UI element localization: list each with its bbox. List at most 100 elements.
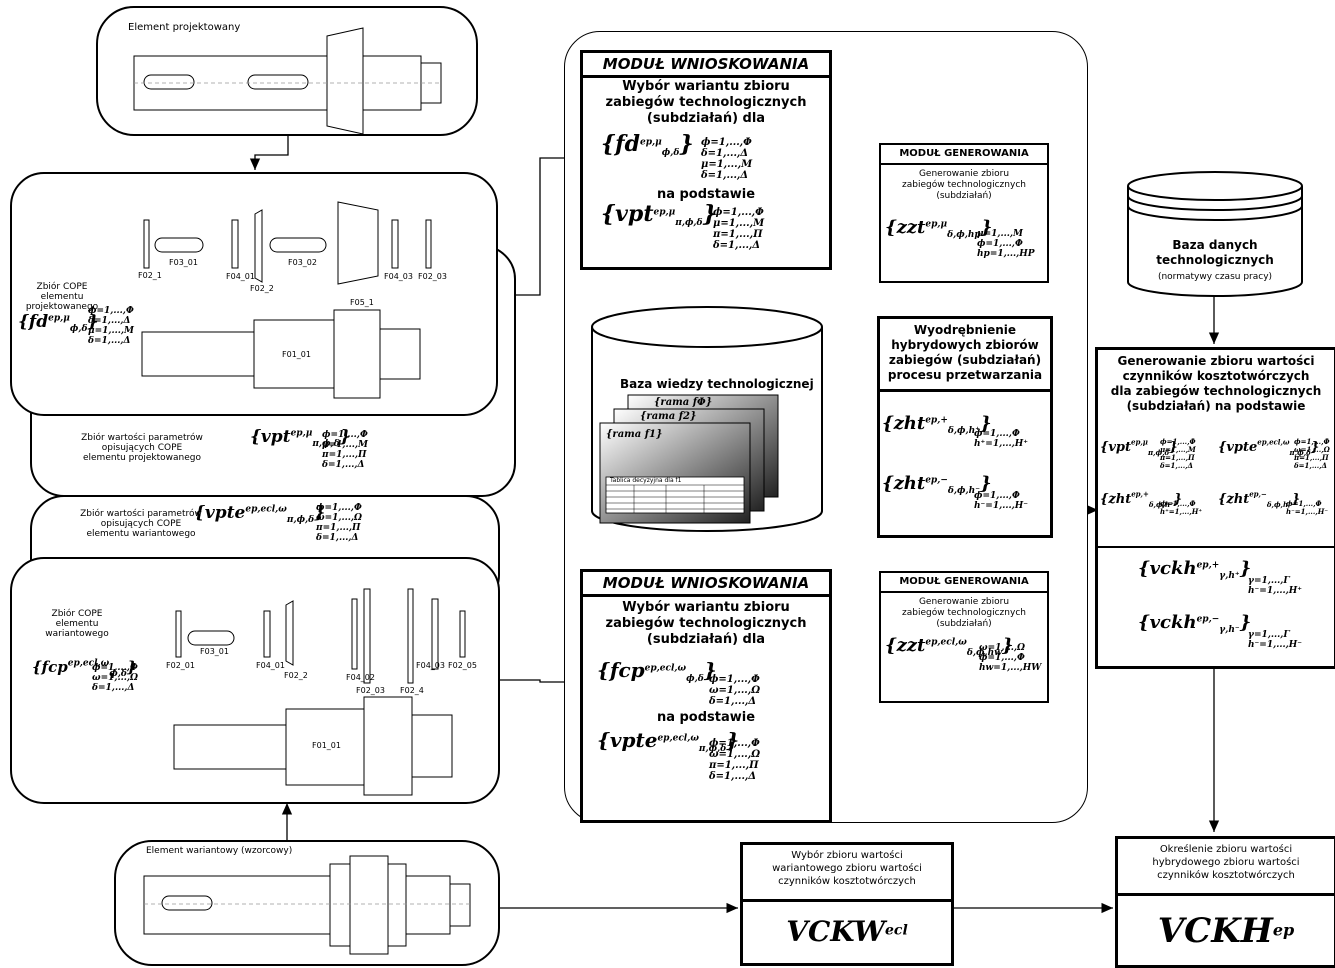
cost-gen-a: {vptep,μπ,ϕ,δ} [1100,437,1178,458]
frame-f2: {rama f2} [640,411,697,422]
cost-gen-d: {zhtep,−δ,ϕ,h⁻} [1218,489,1301,510]
vpart-f02-4: F02_4 [400,686,424,695]
knowledge-cylinder [591,306,823,532]
part-f03-02: F03_02 [288,258,317,267]
cope-design-formula: {fdep,μϕ,δ} [18,312,99,335]
designed-shaft-drawing [133,27,442,134]
inference-bottom-formula1: {fcpep,ecl,ωϕ,δ} [597,658,717,685]
params-design-conditions: ϕ=1,...,Φ μ=1,...,M π=1,...,Π δ=1,...,Δ [322,430,369,470]
cope-variant-conditions: ϕ=1,...,Φ ω=1,...,Ω δ=1,...,Δ [92,663,139,693]
inference-bottom-text1: Wybór wariantu zbioru zabiegów technolog… [605,600,807,647]
cost-gen-e-cond: γ=1,...,Γ h⁻=1,...,H⁺ [1248,576,1303,596]
cost-gen-e: {vckhep,+γ,h⁺} [1138,558,1252,582]
vckh-value: VCKHep [1157,911,1295,951]
part-f02-2: F02_2 [250,284,274,293]
inference-top-text2: na podstawie [656,187,756,202]
part-f04-03: F04_03 [384,272,413,281]
cost-gen-c-cond: ϕ=1,...,Φ h⁺=1,...,H⁺ [1160,499,1203,516]
gen-top-header: MODUŁ GENEROWANIA [881,145,1047,165]
cost-gen-g: {vckhep,−γ,h⁻} [1138,612,1252,636]
inference-bottom-text2: na podstawie [656,710,756,725]
hybrid-cond1: ϕ=1,...,Φ h⁺=1,...,H⁺ [974,429,1029,449]
cost-gen-b-cond: ϕ=1,...,Φ ω=1,...,Ω π=1,...,Π δ=1,...,Δ [1294,437,1330,470]
params-variant-conditions: ϕ=1,...,Φ ω=1,...,Ω π=1,...,Π δ=1,...,Δ [316,503,363,543]
vckw-value: VCKWecl [786,915,908,948]
cope-design-features [141,201,432,399]
inference-top-header: MODUŁ WNIOSKOWANIA [583,53,829,78]
variant-shaft-drawing [143,855,471,955]
inference-bottom-cond2: ϕ=1,...,Φ ω=1,...,Ω π=1,...,Π δ=1,...,Δ [709,738,761,782]
vpart-f03-01: F03_01 [200,647,229,656]
vpart-f04-02: F04_02 [346,673,375,682]
params-variant-formula: {vpteep,ecl,ωπ,ϕ,δ} [194,503,326,526]
part-f01-01: F01_01 [282,350,311,359]
designed-element-panel: Element projektowany [96,6,478,136]
part-f02-03: F02_03 [418,272,447,281]
generation-module-bottom: MODUŁ GENEROWANIA Generowanie zbioru zab… [879,571,1049,703]
gen-top-formula: {zztep,μδ,ϕ,hp} [885,217,993,241]
inference-bottom-formula2: {vpteep,ecl,ωπ,ϕ,δ} [597,728,740,755]
inference-top-cond2: ϕ=1,...,Φ μ=1,...,M π=1,...,Π δ=1,...,Δ [713,207,765,251]
cope-variant-formula: {fcpep,ecl,ωϕ,δ} [32,658,137,680]
tech-db-subtitle: (normatywy czasu pracy) [1157,272,1273,282]
gen-bottom-header: MODUŁ GENEROWANIA [881,573,1047,593]
cope-design-conditions: ϕ=1,...,Φ δ=1,...,Δ μ=1,...,M δ=1,...,Δ [88,306,135,346]
frame-f1: {rama f1} [606,429,663,440]
generation-module-top: MODUŁ GENEROWANIA Generowanie zbioru zab… [879,143,1049,283]
params-design-formula: {vptep,μπ,ϕ,δ} [250,427,351,450]
cope-variant-panel: Zbiór COPE elementu wariantowego {fcpep,… [10,557,500,804]
vpart-f01-01: F01_01 [312,741,341,750]
designed-element-title: Element projektowany [128,22,241,33]
cost-gen-a-cond: ϕ=1,...,Φ μ=1,...,M π=1,...,Π δ=1,...,Δ [1160,437,1196,470]
inference-top-cond1: ϕ=1,...,Φ δ=1,...,Δ μ=1,...,M δ=1,...,Δ [701,137,753,181]
gen-bottom-cond: ω=1,...,Ω ϕ=1,...,Φ hw=1,...,HW [979,643,1042,673]
part-f02-1: F02_1 [138,271,162,280]
tech-db-cylinder [1127,171,1303,297]
part-f05-1: F05_1 [350,298,374,307]
cope-variant-title: Zbiór COPE elementu wariantowego [45,609,109,639]
cope-design-panel: Zbiór COPE elementu projektowanego {fdep… [10,172,498,416]
vpart-f04-03: F04_03 [416,661,445,670]
cost-gen-title: Generowanie zbioru wartości czynników ko… [1110,354,1322,413]
vpart-f04-01: F04_01 [256,661,285,670]
select-variant-cost-set: Wybór zbioru wartości wariantowego zbior… [740,842,954,966]
cost-gen-b: {vpteep,ecl,ωπ,ϕ,δ} [1218,437,1320,458]
hybrid-extraction: Wyodrębnienie hybrydowych zbiorów zabieg… [877,316,1053,538]
hybrid-title: Wyodrębnienie hybrydowych zbiorów zabieg… [887,323,1043,382]
inference-module-bottom: MODUŁ WNIOSKOWANIA Wybór wariantu zbioru… [580,569,832,823]
knowledge-base-title: Baza wiedzy technologicznej [620,377,814,391]
tech-db-title: Baza danych technologicznych [1156,238,1274,267]
cost-gen-g-cond: γ=1,...,Γ h⁻=1,...,H⁻ [1248,630,1303,650]
decision-table-title: Tablica decyzyjna dla f1 [610,477,682,484]
part-f03-01: F03_01 [169,258,198,267]
params-design-title: Zbiór wartości parametrów opisujących CO… [81,433,203,463]
hybrid-formula2: {zhtep,−δ,ϕ,h⁻} [882,473,992,497]
inference-bottom-header: MODUŁ WNIOSKOWANIA [583,572,829,597]
cost-gen-c: {zhtep,+δ,ϕ,h⁺} [1100,489,1183,510]
vpart-f02-05: F02_05 [448,661,477,670]
cost-factor-generation: Generowanie zbioru wartości czynników ko… [1095,347,1335,669]
gen-top-text: Generowanie zbioru zabiegów technologicz… [902,169,1026,201]
cope-design-title: Zbiór COPE elementu projektowanego [25,282,99,312]
hybrid-cond2: ϕ=1,...,Φ h⁻=1,...,H⁻ [974,491,1029,511]
determine-hybrid-cost-set: Określenie zbioru wartości hybrydowego z… [1115,836,1335,968]
inference-top-formula2: {vptep,μπ,ϕ,δ} [601,201,717,229]
gen-bottom-text: Generowanie zbioru zabiegów technologicz… [902,597,1026,629]
knowledge-base: Baza wiedzy technologicznej {rama fΦ} {r… [590,305,824,535]
vpart-f02-2: F02_2 [284,671,308,680]
cope-variant-features [173,588,466,796]
gen-bottom-formula: {zztep,ecl,ωδ,ϕ,hw} [885,635,1014,659]
part-f04-01: F04_01 [226,272,255,281]
inference-top-formula1: {fdep,μϕ,δ} [601,131,694,159]
params-variant-title: Zbiór wartości parametrów opisujących CO… [80,509,202,539]
gen-top-cond: μ=1,...,M ϕ=1,...,Φ hp=1,...,HP [977,229,1035,259]
vpart-f02-01: F02_01 [166,661,195,670]
inference-module-top: MODUŁ WNIOSKOWANIA Wybór wariantu zbioru… [580,50,832,270]
cost-gen-d-cond: ϕ=1,...,Φ h⁻=1,...,H⁻ [1286,499,1329,516]
frame-fphi: {rama fΦ} [654,397,713,408]
hybrid-formula1: {zhtep,+δ,ϕ,h⁺} [882,413,992,437]
tech-database: Baza danych technologicznych (normatywy … [1126,168,1304,298]
variant-element-title: Element wariantowy (wzorcowy) [146,846,293,856]
determine-hybrid-title: Określenie zbioru wartości hybrydowego z… [1152,844,1300,881]
vpart-f02-03: F02_03 [356,686,385,695]
